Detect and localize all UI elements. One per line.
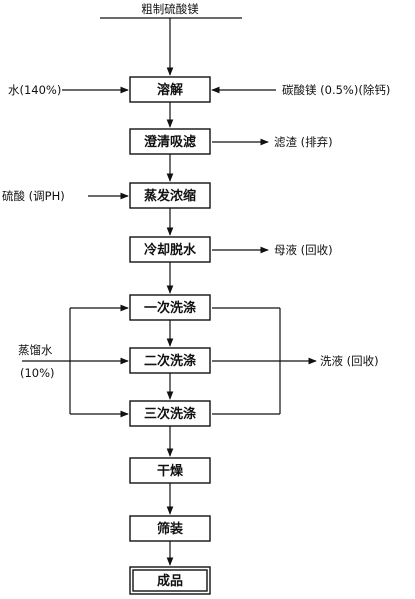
step-first-wash: 一次洗涤 xyxy=(129,294,211,321)
input-sulfuric-acid: 硫酸 (调PH) xyxy=(2,189,65,203)
step-final-product-label: 成品 xyxy=(157,573,183,589)
input-water: 水(140%) xyxy=(8,83,61,97)
input-distilled-water-amount: (10%) xyxy=(20,366,55,380)
output-mother-liquor: 母液 (回收) xyxy=(274,243,333,257)
output-filter-residue: 滤渣 (排弃) xyxy=(274,135,333,149)
step-evaporate-label: 蒸发浓缩 xyxy=(144,188,196,204)
step-third-wash: 三次洗涤 xyxy=(129,400,211,427)
step-dissolve-label: 溶解 xyxy=(157,82,183,98)
step-sieve-pack: 筛装 xyxy=(129,515,211,542)
step-cool-dehydrate: 冷却脱水 xyxy=(129,236,211,263)
step-dry-label: 干燥 xyxy=(157,463,184,479)
input-magnesium-carbonate: 碳酸镁 (0.5%)(除钙) xyxy=(282,83,390,97)
step-third-wash-label: 三次洗涤 xyxy=(144,406,196,422)
step-first-wash-label: 一次洗涤 xyxy=(144,300,196,316)
step-dry: 干燥 xyxy=(129,457,211,484)
step-second-wash-label: 二次洗涤 xyxy=(144,353,196,369)
step-clarify-filter: 澄清吸滤 xyxy=(129,128,211,155)
input-crude-magnesium-sulfate: 粗制硫酸镁 xyxy=(141,2,199,16)
step-second-wash: 二次洗涤 xyxy=(129,347,211,374)
input-distilled-water: 蒸馏水 xyxy=(18,343,53,357)
step-cool-dehydrate-label: 冷却脱水 xyxy=(144,242,197,258)
step-final-product: 成品 xyxy=(129,566,211,595)
output-wash-liquor: 洗液 (回收) xyxy=(320,354,379,368)
step-dissolve: 溶解 xyxy=(129,76,211,103)
step-sieve-pack-label: 筛装 xyxy=(157,521,183,537)
step-clarify-filter-label: 澄清吸滤 xyxy=(144,134,196,150)
step-evaporate-concentrate: 蒸发浓缩 xyxy=(129,182,211,209)
